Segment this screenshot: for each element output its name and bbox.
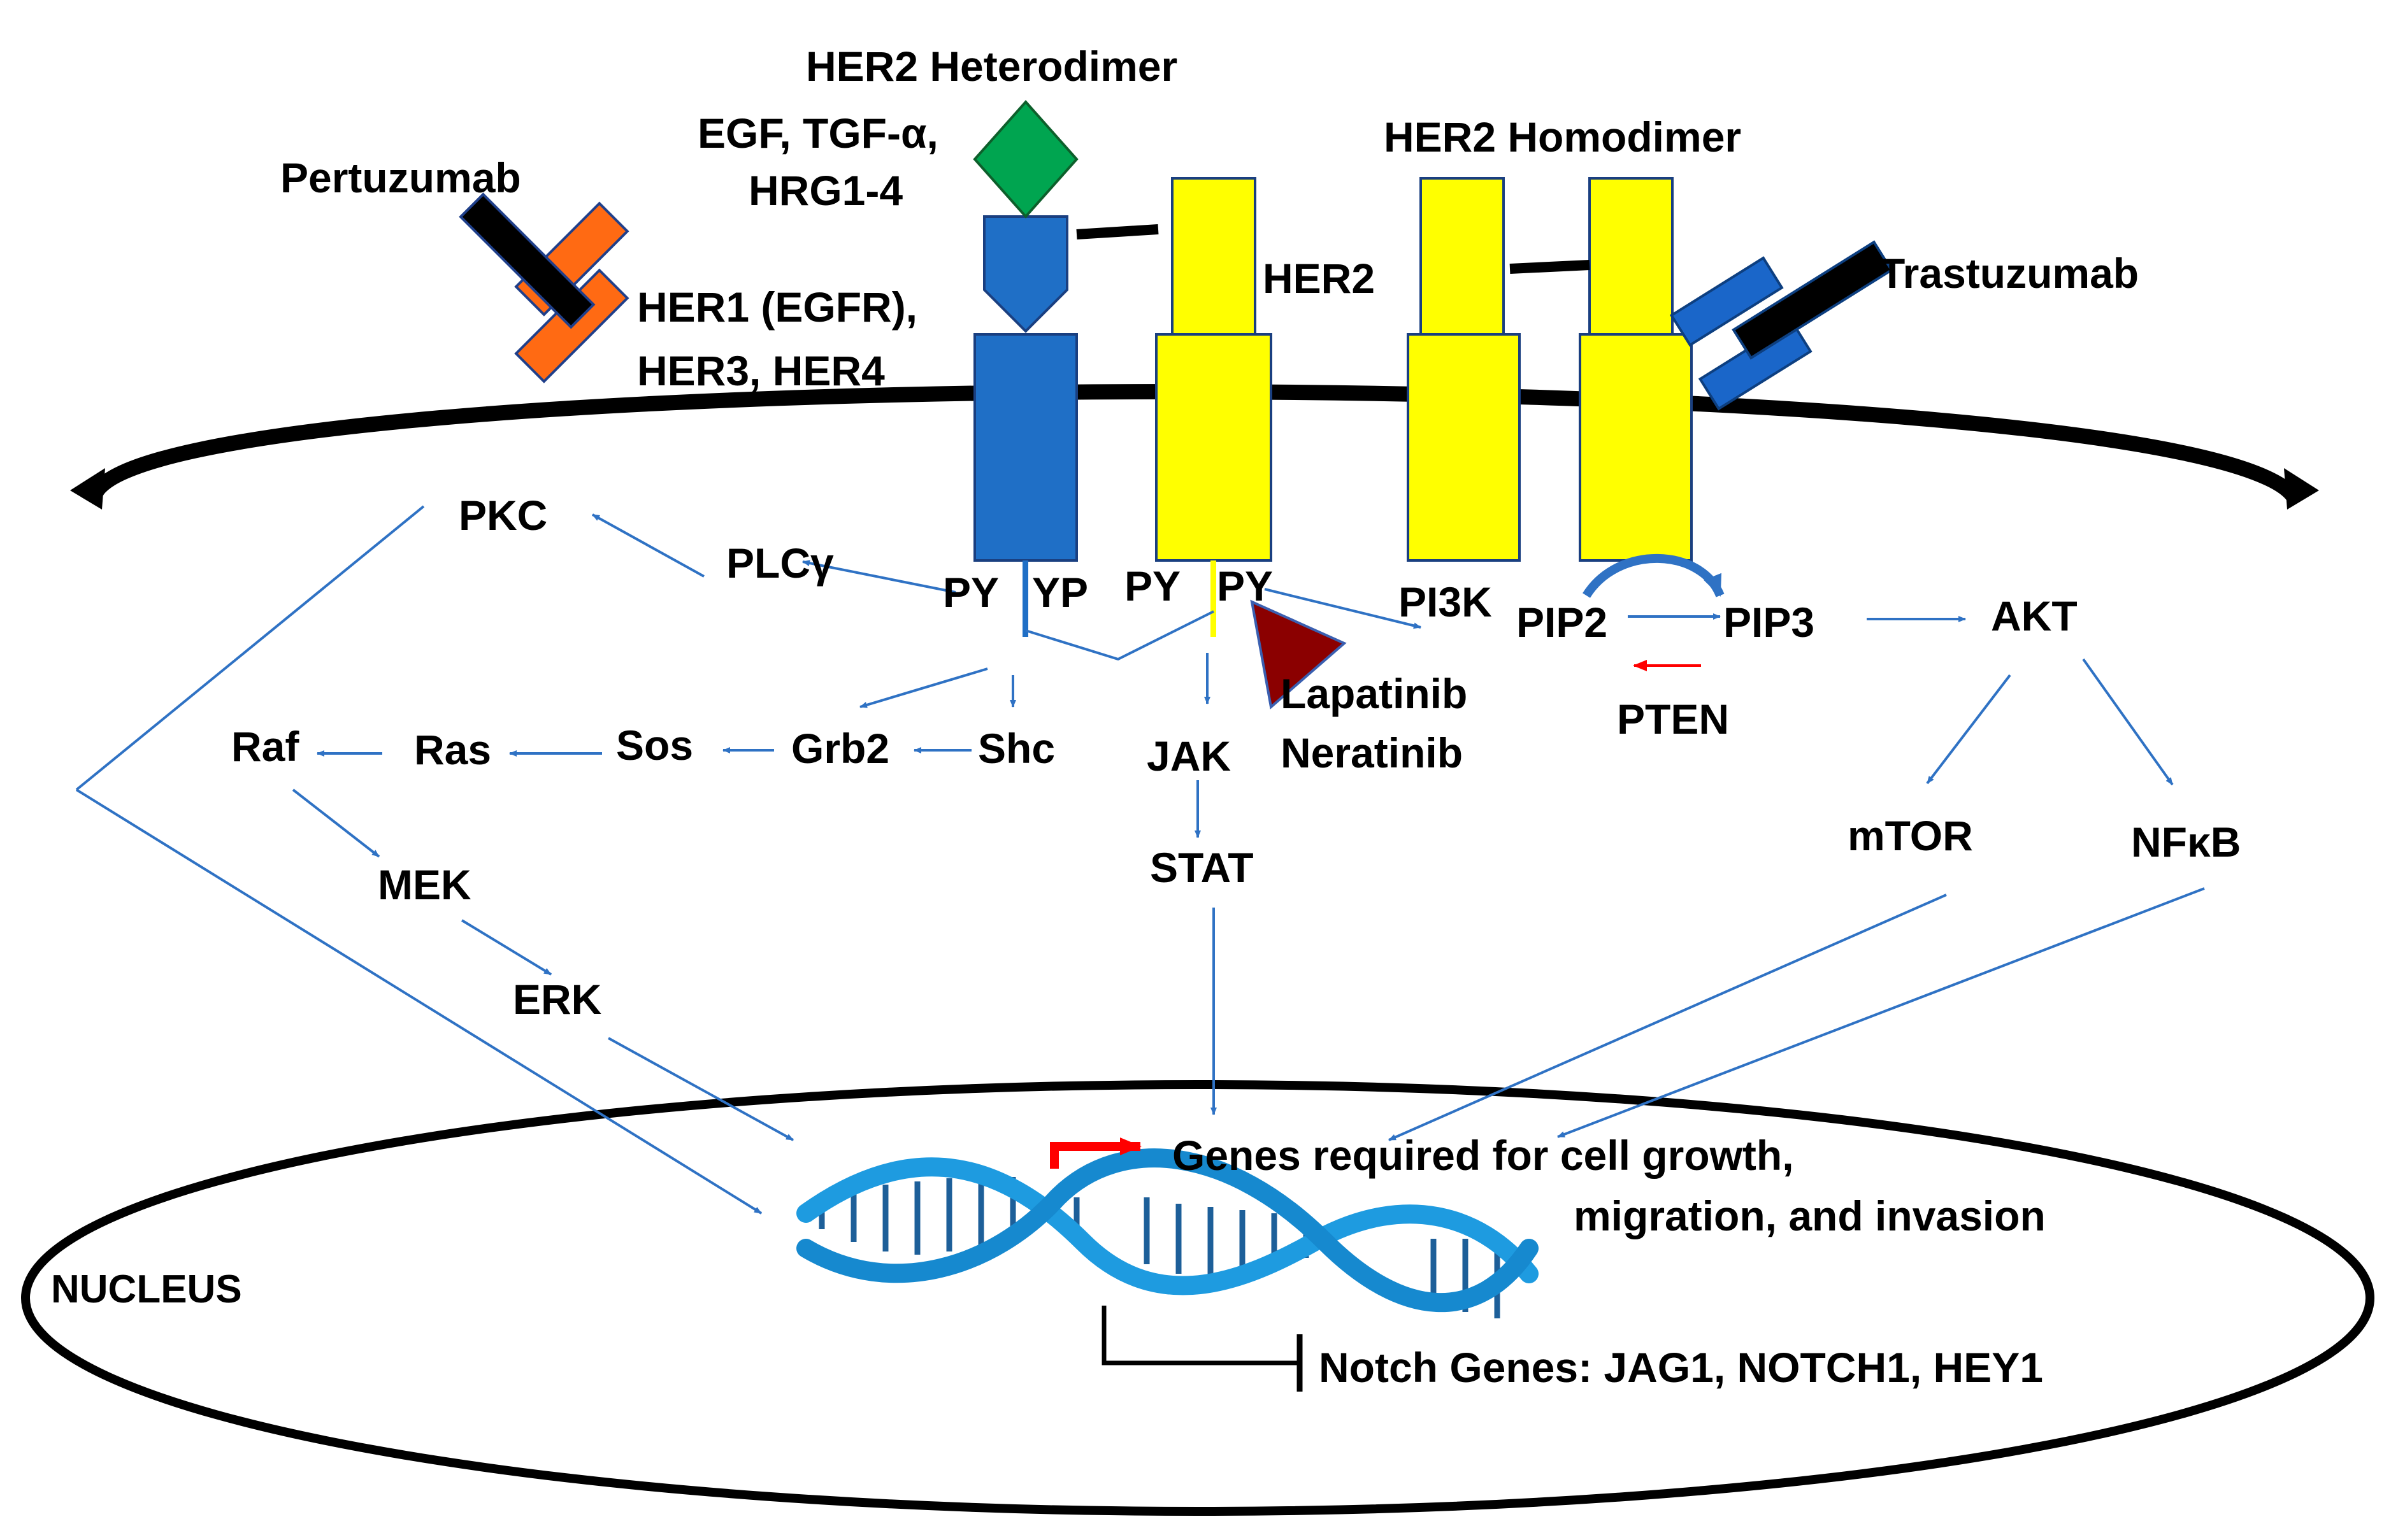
label-her2: HER2 xyxy=(1263,255,1375,302)
label-her-family-line2: HER3, HER4 xyxy=(637,347,885,394)
membrane-left-end xyxy=(70,468,105,510)
label-pip2: PIP2 xyxy=(1516,599,1607,646)
her2-receptor-homodimer-left xyxy=(1407,177,1521,562)
label-shc: Shc xyxy=(978,725,1055,772)
pathway-arrows xyxy=(75,505,2205,1215)
arrow-receptor-to-grb2 xyxy=(859,667,988,708)
arrow-akt-to-nfkb xyxy=(2082,658,2174,786)
arrow-pip2-pip3-curve xyxy=(1583,553,1725,598)
her2-receptor-homodimer-right xyxy=(1579,177,1693,562)
label-her2-homodimer: HER2 Homodimer xyxy=(1384,113,1741,160)
label-lapatinib: Lapatinib xyxy=(1281,670,1467,717)
dna-helix-icon xyxy=(796,1148,1539,1318)
label-raf: Raf xyxy=(231,723,299,770)
arrow-py-to-plcg xyxy=(802,560,956,594)
arrow-mek-to-erk xyxy=(461,919,552,976)
membrane-right-end xyxy=(2284,468,2319,510)
her2-receptor-heterodimer xyxy=(1155,177,1272,637)
arrow-pkc-to-nucleus-start xyxy=(75,505,425,791)
label-neratinib: Neratinib xyxy=(1281,729,1463,776)
label-trastuzumab: Trastuzumab xyxy=(1879,250,2139,297)
label-mek: MEK xyxy=(378,861,471,908)
arrow-plcg-to-pkc xyxy=(592,513,705,578)
label-stat: STAT xyxy=(1150,844,1254,891)
arrow-pkc-to-nucleus xyxy=(75,788,763,1215)
label-pkc: PKC xyxy=(459,492,547,539)
label-genes-line2: migration, and invasion xyxy=(1574,1192,2046,1239)
label-plcg: PLCγ xyxy=(726,539,834,587)
label-py-right: PY xyxy=(1217,562,1273,610)
label-nucleus: NUCLEUS xyxy=(51,1267,242,1311)
label-notch-genes: Notch Genes: JAG1, NOTCH1, HEY1 xyxy=(1319,1344,2043,1391)
label-jak: JAK xyxy=(1147,732,1231,780)
label-pertuzumab: Pertuzumab xyxy=(280,154,521,201)
her-family-receptor xyxy=(973,215,1078,637)
label-py-mid: PY xyxy=(1124,562,1181,610)
label-mtor: mTOR xyxy=(1848,812,1973,859)
trastuzumab-antibody xyxy=(1669,240,1893,411)
connector-py-pi3k xyxy=(1025,610,1214,661)
label-py-left: PY xyxy=(943,569,999,616)
label-her-family-line1: HER1 (EGFR), xyxy=(637,283,917,331)
arrow-raf-to-mek xyxy=(292,788,380,858)
tki-inhibitor-triangle-icon xyxy=(1250,599,1347,709)
notch-inhibition-bracket xyxy=(1102,1306,1300,1365)
label-genes-line1: Genes required for cell growth, xyxy=(1172,1132,1794,1179)
dimer-link-heterodimer xyxy=(1076,224,1159,239)
label-erk: ERK xyxy=(513,976,602,1023)
label-her2-heterodimer: HER2 Heterodimer xyxy=(806,43,1177,90)
transcription-start-arrow-icon xyxy=(1050,1137,1142,1169)
label-pip3: PIP3 xyxy=(1723,599,1814,646)
label-akt: AKT xyxy=(1991,592,2078,639)
label-ras: Ras xyxy=(414,726,491,773)
arrow-erk-to-nucleus xyxy=(608,1037,794,1141)
arrow-py-to-pi3k xyxy=(1264,588,1421,629)
label-yp: YP xyxy=(1032,569,1088,616)
arrow-akt-to-mtor xyxy=(1926,674,2011,785)
label-grb2: Grb2 xyxy=(791,725,889,772)
label-pten: PTEN xyxy=(1617,695,1729,743)
pertuzumab-antibody xyxy=(459,192,629,383)
label-sos: Sos xyxy=(616,722,693,769)
arrow-mtor-to-genes xyxy=(1388,894,1947,1141)
label-ligands-line1: EGF, TGF-α, xyxy=(698,110,938,157)
ligand-diamond-icon xyxy=(973,99,1079,219)
nucleus-envelope xyxy=(21,1080,2374,1516)
label-nfkb: NFκB xyxy=(2131,818,2241,866)
dimer-link-homodimer xyxy=(1509,260,1590,274)
arrow-nfkb-to-genes xyxy=(1557,887,2205,1138)
label-ligands-line2: HRG1-4 xyxy=(749,167,903,214)
label-pi3k: PI3K xyxy=(1398,578,1492,625)
